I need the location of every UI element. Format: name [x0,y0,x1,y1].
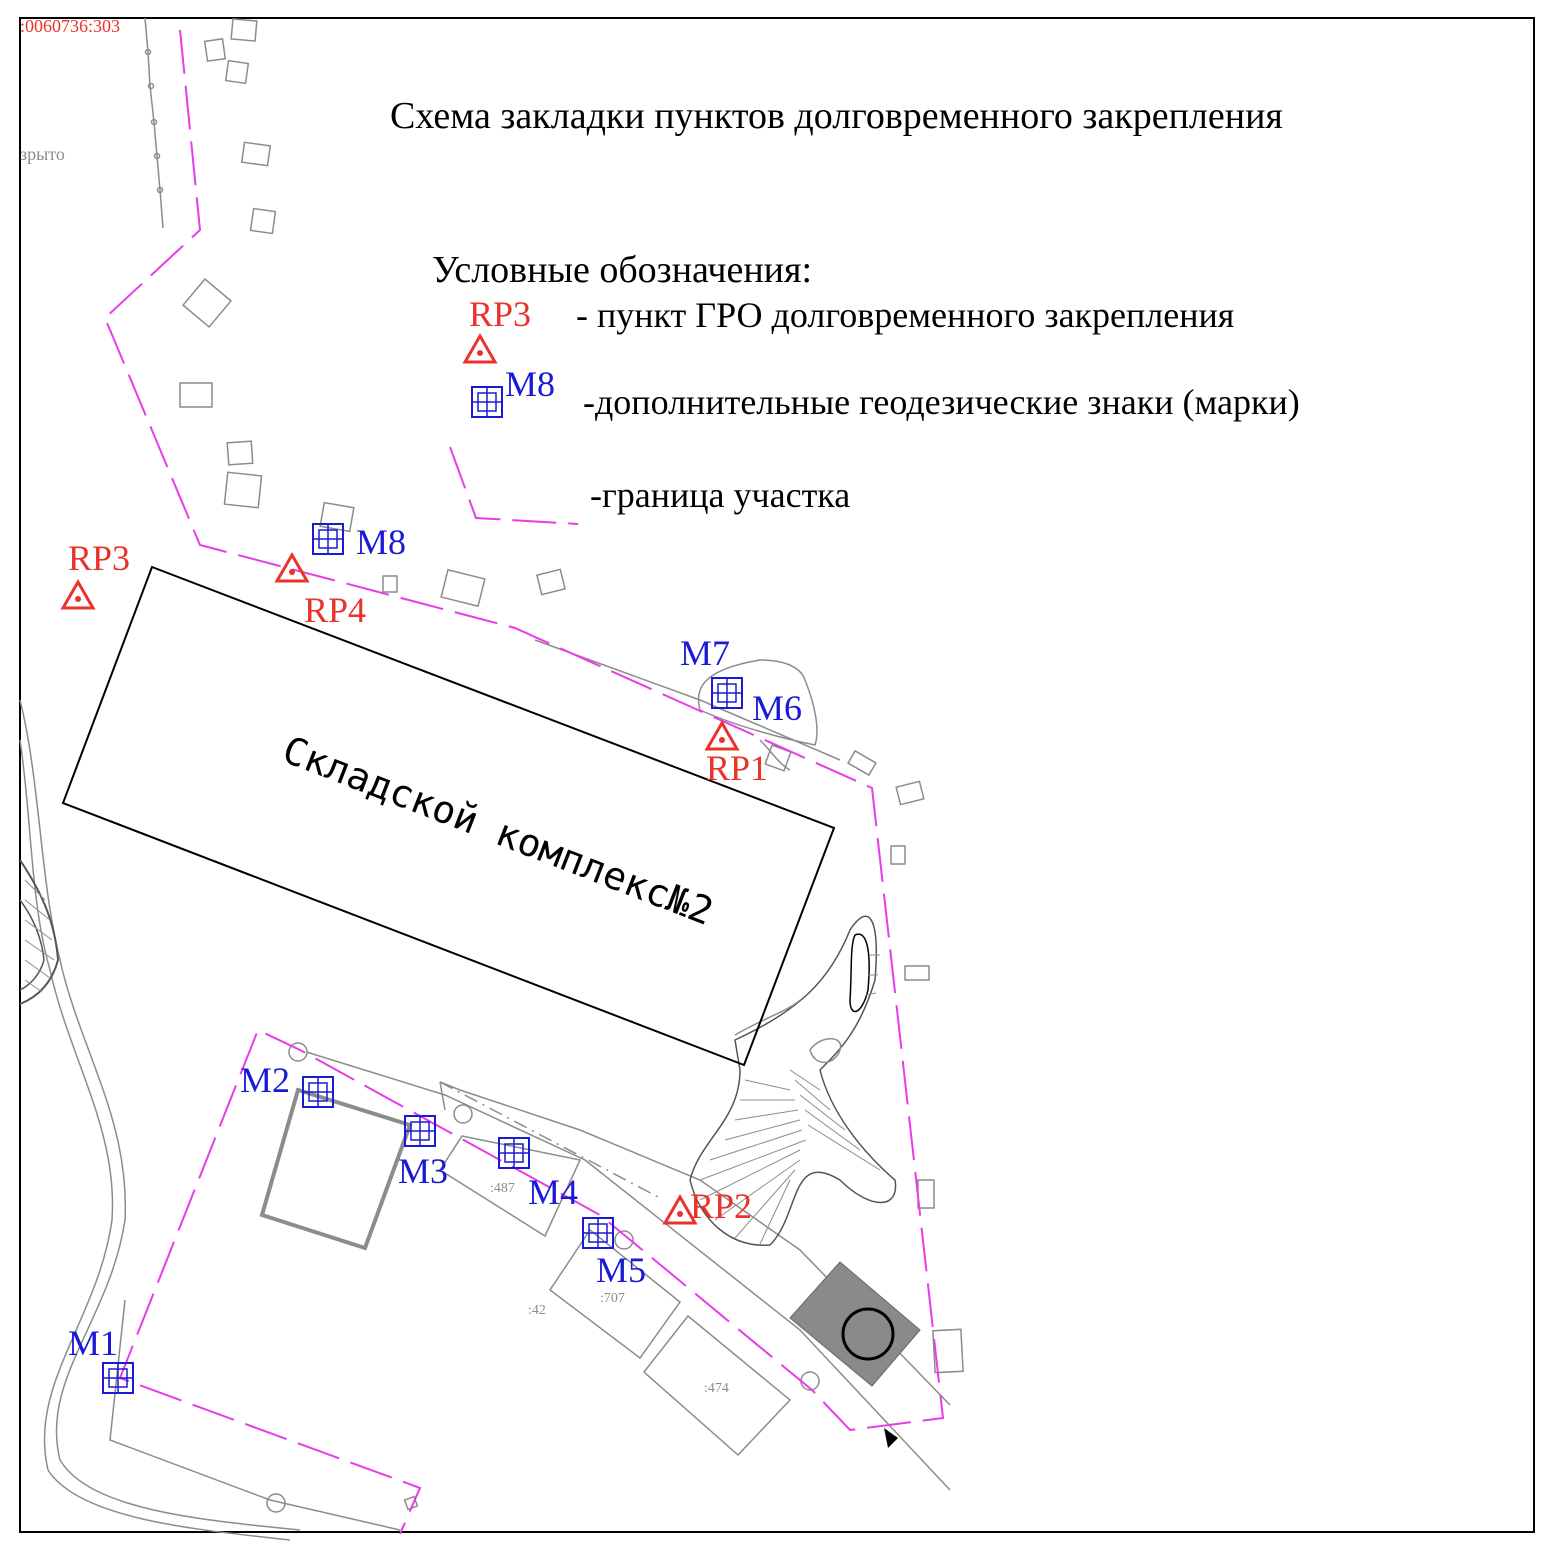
marker-label: M5 [596,1250,646,1290]
parcel-number: :474 [704,1381,729,1396]
legend-rp-text: - пункт ГРО долговременного закрепления [576,295,1234,335]
well-circle [841,1307,895,1361]
rp-label: RP2 [690,1186,752,1226]
legend-heading: Условные обозначения: [432,249,812,291]
direction-arrow-icon [884,1428,898,1448]
square-crosshair-icon [498,1137,530,1169]
map-frame [19,17,1535,1533]
rp-label: RP3 [68,538,130,578]
parcel-number: :707 [600,1291,625,1306]
legend-marker-icon [471,386,503,418]
legend-marker-label: M8 [505,364,555,404]
slope-hatching [24,879,881,1245]
cadastral-number: :0060736:303 [20,16,120,36]
square-crosshair-icon [582,1217,614,1249]
triangle-dot-icon [275,553,309,583]
marker-label: M8 [356,522,406,562]
parcel-boundary [103,29,945,1535]
triangle-dot-icon [61,580,95,610]
warehouse-building-outline [61,565,836,1067]
legend: Условные обозначения: RP3 - пункт ГРО до… [432,249,1300,515]
parcel-number: :42 [528,1303,546,1318]
scheme-title: Схема закладки пунктов долговременного з… [390,95,1283,137]
markers: M8 M7 M6 M2 M3 M4 M5 M1 [68,522,802,1394]
marker-label: M6 [752,688,802,728]
marker-label: M2 [240,1060,290,1100]
rp-label: RP4 [304,590,366,630]
marker-label: M7 [680,633,730,673]
rp-points: RP3 RP4 RP1 RP2 [61,538,768,1226]
parcel-numbers: :487 :707 :42 :474 [490,1181,729,1396]
square-crosshair-icon [404,1115,436,1147]
square-crosshair-icon [102,1362,134,1394]
structure-pad [789,1261,921,1387]
legend-boundary-text: -граница участка [590,475,850,515]
triangle-dot-icon [705,721,739,751]
square-crosshair-icon [312,523,344,555]
marker-label: M4 [528,1172,578,1212]
rp-label: RP1 [706,748,768,788]
parcel-number: :487 [490,1181,515,1196]
side-note: зрыто [20,144,65,164]
marker-label: M1 [68,1323,118,1363]
legend-rp-icon [463,334,497,364]
square-crosshair-icon [302,1076,334,1108]
square-crosshair-icon [711,677,743,709]
legend-rp-label: RP3 [469,294,531,334]
legend-marker-text: -дополнительные геодезические знаки (мар… [583,382,1300,422]
marker-label: M3 [398,1151,448,1191]
